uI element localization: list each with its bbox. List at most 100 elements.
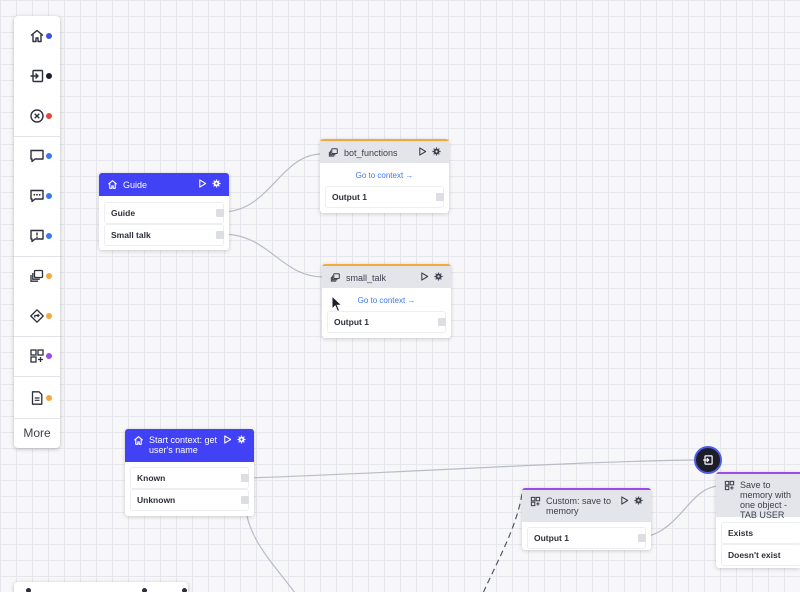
- gear-icon[interactable]: [634, 496, 643, 505]
- node-title: Custom: save to memory: [546, 496, 612, 516]
- toolbar-item-enter[interactable]: [14, 56, 60, 96]
- output-port[interactable]: [216, 231, 224, 239]
- bottom-controls-panel[interactable]: [14, 582, 188, 592]
- output-label: Exists: [728, 528, 754, 538]
- play-icon[interactable]: [223, 435, 232, 444]
- toolbar-divider: [14, 418, 60, 419]
- chat-alert-icon: [30, 229, 44, 243]
- enter-icon: [30, 69, 44, 83]
- toolbar-item-chat-dots[interactable]: [14, 176, 60, 216]
- status-dot: [46, 313, 52, 319]
- status-dot: [46, 395, 52, 401]
- go-to-context-link[interactable]: Go to context →: [357, 296, 416, 305]
- status-dot: [46, 273, 52, 279]
- status-dot: [46, 233, 52, 239]
- more-button[interactable]: More: [23, 426, 51, 440]
- node-toolbar: More: [14, 16, 60, 448]
- stack-icon: [328, 148, 338, 157]
- gear-icon[interactable]: [212, 179, 221, 188]
- toolbar-item-chat-alert[interactable]: [14, 216, 60, 256]
- chat-dots-icon: [30, 189, 44, 203]
- enter-icon: [703, 455, 713, 465]
- play-icon[interactable]: [620, 496, 629, 505]
- output-label: Guide: [111, 208, 136, 218]
- status-dot: [46, 153, 52, 159]
- toolbar-item-chat[interactable]: [14, 136, 60, 176]
- diamond-arrow-icon: [30, 309, 44, 323]
- toolbar-item-diamond[interactable]: [14, 296, 60, 336]
- gear-icon[interactable]: [432, 147, 441, 156]
- output-label: Small talk: [111, 230, 151, 240]
- output-label: Output 1: [534, 533, 569, 543]
- output-port[interactable]: [436, 193, 444, 201]
- node-title: Save to memory with one object - TAB USE…: [740, 480, 792, 520]
- node-header[interactable]: Start context: get user's name: [125, 429, 254, 462]
- node-header[interactable]: bot_functions: [320, 141, 449, 163]
- toolbar-divider: [14, 336, 60, 337]
- wire-custom-save-dashed: [482, 493, 523, 592]
- toolbar-divider: [14, 256, 60, 257]
- output-label: Known: [137, 473, 166, 483]
- node-title: small_talk: [346, 273, 387, 283]
- toolbar-item-stack[interactable]: [14, 256, 60, 296]
- node-header[interactable]: small_talk: [322, 266, 451, 288]
- node-title: bot_functions: [344, 148, 398, 158]
- toolbar-divider: [14, 136, 60, 137]
- home-icon: [108, 180, 117, 189]
- output-label: Doesn't exist: [728, 550, 781, 560]
- output-row: Exists: [722, 523, 800, 543]
- play-icon[interactable]: [420, 272, 429, 281]
- stack-icon: [330, 273, 340, 282]
- node-start-context[interactable]: Start context: get user's name Known Unk…: [125, 429, 254, 516]
- output-row: Doesn't exist: [722, 545, 800, 565]
- output-port[interactable]: [638, 534, 646, 542]
- output-label: Unknown: [137, 495, 176, 505]
- output-port[interactable]: [241, 474, 249, 482]
- output-port[interactable]: [438, 318, 446, 326]
- output-row: Unknown: [131, 490, 249, 510]
- output-row: Known: [131, 468, 249, 488]
- toolbar-divider: [14, 376, 60, 377]
- wire-known-to-circle: [247, 459, 695, 479]
- status-dot: [46, 33, 52, 39]
- output-label: Output 1: [332, 192, 367, 202]
- wire-guide-to-bot-functions: [221, 153, 323, 213]
- play-icon[interactable]: [198, 179, 207, 188]
- status-dot: [46, 193, 52, 199]
- node-small-talk[interactable]: small_talk Go to context → Output 1: [322, 264, 451, 338]
- chat-bubble-icon: [30, 149, 44, 163]
- grid-add-icon: [724, 480, 735, 491]
- control-dot: [26, 588, 31, 592]
- toolbar-item-grid-add[interactable]: [14, 336, 60, 376]
- node-bot-functions[interactable]: bot_functions Go to context → Output 1: [320, 139, 449, 213]
- go-to-context-link[interactable]: Go to context →: [355, 171, 414, 180]
- node-guide[interactable]: Guide Guide Small talk: [99, 173, 229, 250]
- status-dot: [46, 353, 52, 359]
- gear-icon[interactable]: [434, 272, 443, 281]
- toolbar-item-document[interactable]: [14, 378, 60, 418]
- wire-output-to-save-memory: [644, 485, 719, 538]
- output-port[interactable]: [241, 496, 249, 504]
- node-header[interactable]: Custom: save to memory: [522, 490, 651, 522]
- node-custom-save-to-memory[interactable]: Custom: save to memory Output 1: [522, 488, 651, 550]
- output-row: Output 1: [528, 528, 646, 548]
- output-row: Small talk: [105, 225, 224, 245]
- output-row: Guide: [105, 203, 224, 223]
- node-header[interactable]: Guide: [99, 173, 229, 196]
- status-dot: [46, 113, 52, 119]
- play-icon[interactable]: [418, 147, 427, 156]
- gear-icon[interactable]: [237, 435, 246, 444]
- toolbar-item-close[interactable]: [14, 96, 60, 136]
- node-header[interactable]: Save to memory with one object - TAB USE…: [716, 474, 800, 520]
- node-save-to-memory[interactable]: Save to memory with one object - TAB USE…: [716, 472, 800, 568]
- output-row: Output 1: [328, 312, 446, 332]
- control-dot: [142, 588, 147, 592]
- grid-add-icon: [530, 496, 541, 507]
- output-label: Output 1: [334, 317, 369, 327]
- output-port[interactable]: [216, 209, 224, 217]
- toolbar-item-home[interactable]: [14, 16, 60, 56]
- stack-icon: [30, 269, 44, 282]
- document-icon: [31, 391, 43, 405]
- enter-node[interactable]: [694, 446, 722, 474]
